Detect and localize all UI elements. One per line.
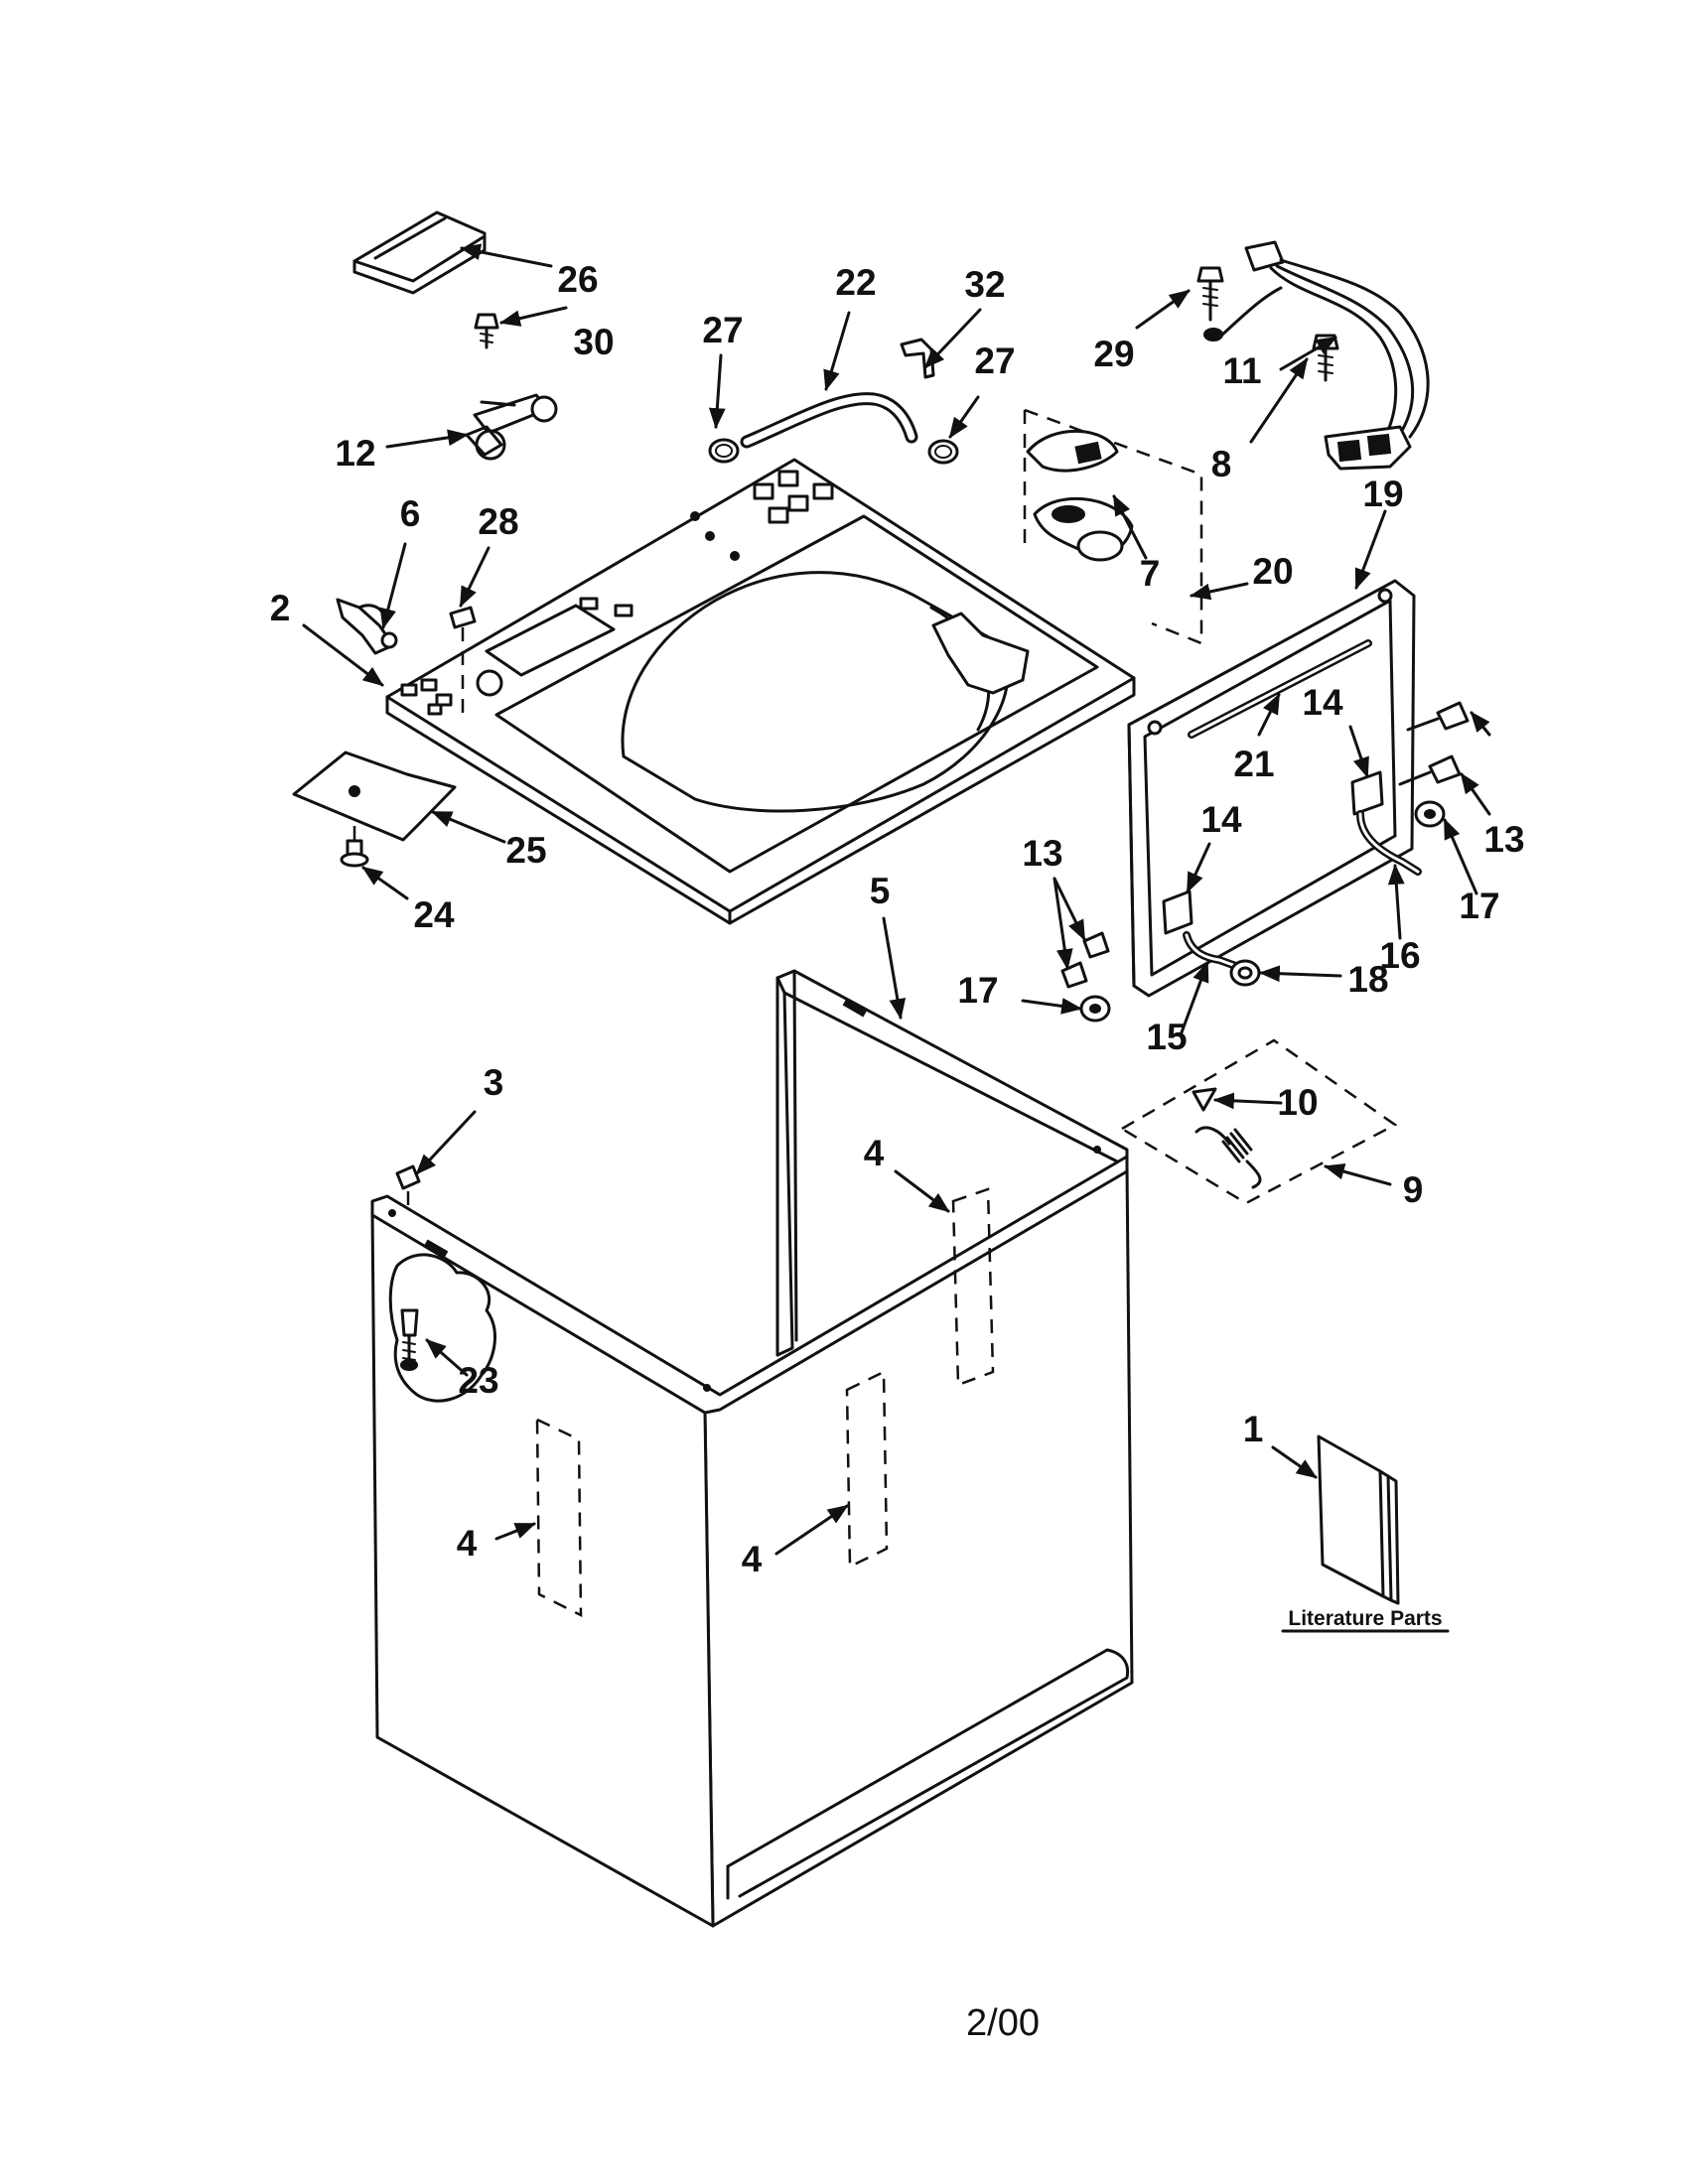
part-9-spring-kit <box>1119 1038 1398 1205</box>
part-30-screw <box>474 313 499 349</box>
leader-lines <box>302 243 1491 1556</box>
callout-18: 18 <box>1347 959 1388 1000</box>
part-28-clip <box>449 606 477 723</box>
callout-12: 12 <box>335 433 375 474</box>
part-13-screw-right-upper <box>1406 701 1470 732</box>
callout-4: 4 <box>864 1133 885 1173</box>
callout-6: 6 <box>400 493 421 534</box>
callout-9: 9 <box>1403 1169 1424 1210</box>
part-10-cap <box>1192 1087 1217 1112</box>
callout-labels: 26 30 12 27 22 32 27 29 11 8 19 6 28 2 7… <box>270 259 1525 2044</box>
callout-27: 27 <box>702 310 743 350</box>
callout-22: 22 <box>835 262 876 303</box>
part-27-clamp-left <box>708 438 740 464</box>
callout-2: 2 <box>270 588 291 628</box>
callout-20: 20 <box>1252 551 1293 592</box>
callout-8: 8 <box>1211 444 1232 484</box>
part-4-strip-left <box>535 1418 583 1618</box>
callout-14: 14 <box>1200 799 1242 840</box>
callout-19: 19 <box>1362 474 1403 514</box>
part-11-wire-harness <box>1219 240 1430 471</box>
part-5-cabinet <box>370 969 1134 1928</box>
part-23-screw <box>400 1308 419 1371</box>
callout-4: 4 <box>457 1523 478 1564</box>
callout-1: 1 <box>1243 1409 1264 1449</box>
part-25-insulation <box>292 751 457 854</box>
part-4-strip-back <box>951 1187 995 1387</box>
callout-10: 10 <box>1277 1082 1318 1123</box>
part-22-hose <box>740 392 918 449</box>
part-7-dispenser <box>1026 429 1134 562</box>
part-12-water-valve <box>465 393 558 461</box>
callout-11: 11 <box>1222 350 1261 391</box>
callout-17: 17 <box>1459 886 1499 926</box>
callout-16: 16 <box>1379 935 1420 976</box>
callout-15: 15 <box>1146 1017 1187 1057</box>
part-32-clip <box>900 338 935 379</box>
part-21-lid-gasket <box>1188 639 1372 739</box>
callout-32: 32 <box>964 264 1005 305</box>
callout-25: 25 <box>505 830 546 871</box>
callout-13: 13 <box>1483 819 1524 860</box>
spring-coil <box>1194 1126 1262 1189</box>
callout-30: 30 <box>573 322 614 362</box>
callout-17: 17 <box>957 970 998 1011</box>
part-14-hinge-right <box>1350 770 1384 816</box>
callout-28: 28 <box>478 501 518 542</box>
callout-3: 3 <box>484 1062 504 1103</box>
part-24-fastener <box>340 839 369 868</box>
part-13-screw-left-upper <box>1082 931 1110 959</box>
callout-7: 7 <box>1140 553 1161 594</box>
callout-24: 24 <box>413 894 455 935</box>
part-27-clamp-right <box>927 439 959 465</box>
part-3-clip <box>395 1164 421 1206</box>
callout-14: 14 <box>1302 682 1343 723</box>
callout-27: 27 <box>974 341 1015 381</box>
literature-parts-caption: Literature Parts <box>1288 1607 1442 1630</box>
part-18-bushing <box>1229 959 1261 987</box>
part-16-hinge-rod <box>1356 810 1422 876</box>
part-17-bumper-right <box>1414 800 1446 828</box>
part-13-screw-right-lower <box>1398 754 1462 786</box>
part-17-bumper-left <box>1079 995 1111 1023</box>
callout-5: 5 <box>870 871 891 911</box>
part-2-top-panel <box>385 458 1136 925</box>
callout-23: 23 <box>458 1360 498 1401</box>
part-29-screw <box>1196 266 1224 341</box>
footer-code: 2/00 <box>966 2002 1040 2044</box>
part-20-dispenser-kit <box>1023 408 1203 645</box>
part-26-end-cap <box>352 210 487 295</box>
callout-29: 29 <box>1093 334 1134 374</box>
part-1-literature <box>1317 1434 1400 1605</box>
part-14-hinge-left <box>1162 889 1193 935</box>
callout-21: 21 <box>1233 744 1274 784</box>
part-4-strip-front <box>845 1370 889 1569</box>
callout-4: 4 <box>742 1539 763 1579</box>
callout-13: 13 <box>1022 833 1062 874</box>
part-15-hinge-rod <box>1183 931 1245 972</box>
callout-26: 26 <box>557 259 598 300</box>
